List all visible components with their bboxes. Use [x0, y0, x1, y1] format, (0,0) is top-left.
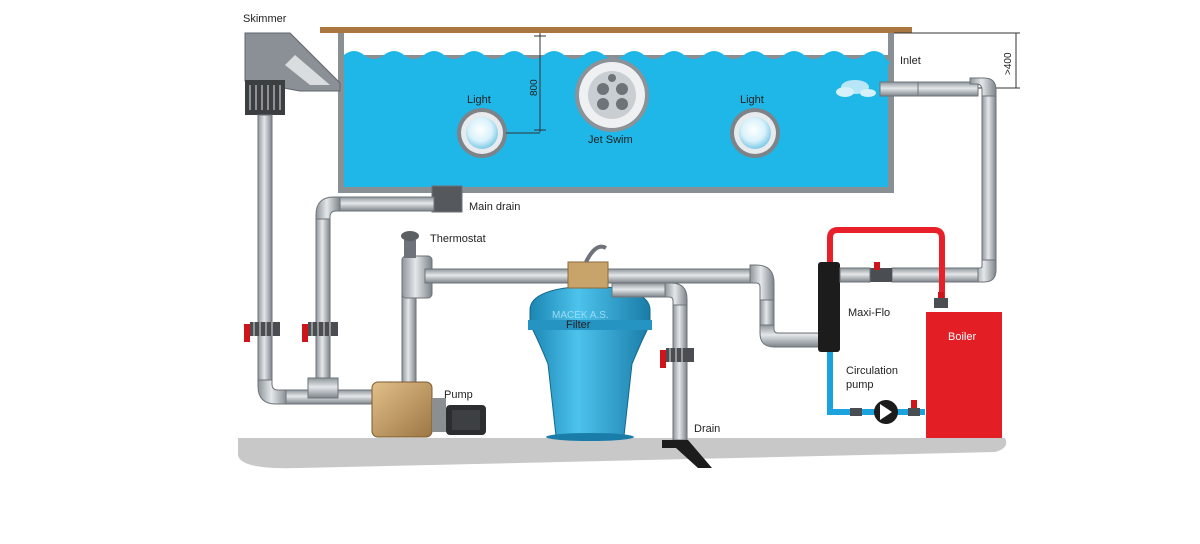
maxi-flo-exchanger: [818, 262, 840, 352]
pump-label: Pump: [444, 389, 473, 401]
skimmer: [244, 32, 341, 115]
watermark-text: MACEK A.S.: [552, 310, 609, 321]
valve-icon[interactable]: [908, 400, 920, 416]
circulation-pump-label-line1: Circulation: [846, 365, 898, 377]
skimmer-label: Skimmer: [243, 13, 287, 25]
pool-pump: [371, 381, 486, 438]
sand-filter: [528, 244, 652, 441]
filter-label: Filter: [566, 319, 591, 331]
main-drain-pipe: [307, 185, 463, 399]
ground: [238, 438, 1007, 469]
pool-deck: [320, 27, 912, 33]
light-left-label: Light: [467, 94, 491, 106]
circulation-pump-label-line2: pump: [846, 379, 874, 391]
light-icon: [457, 108, 507, 158]
boiler-label: Boiler: [948, 331, 976, 343]
boiler: [926, 312, 1002, 438]
circulation-pump-icon: [874, 400, 898, 424]
valve-icon[interactable]: [244, 322, 280, 342]
main-drain-label: Main drain: [469, 201, 520, 213]
valve-icon[interactable]: [850, 408, 862, 416]
light-right-label: Light: [740, 94, 764, 106]
valve-icon[interactable]: [660, 348, 694, 368]
drain-label: Drain: [694, 423, 720, 435]
height-dimension-label: >400: [1003, 52, 1014, 75]
maxi-flo-label: Maxi-Flo: [848, 307, 890, 319]
drain-pipe: [611, 282, 688, 441]
inlet-label: Inlet: [900, 55, 921, 67]
valve-icon[interactable]: [934, 292, 948, 308]
valve-icon[interactable]: [866, 262, 892, 282]
inlet-nozzle: [879, 81, 921, 97]
depth-dimension: 800: [529, 33, 546, 132]
jet-swim-icon: [575, 58, 649, 132]
return-pipe: [891, 77, 997, 283]
depth-dimension-label: 800: [529, 79, 540, 96]
jet-swim-label: Jet Swim: [588, 134, 633, 146]
thermostat-label: Thermostat: [430, 233, 486, 245]
thermostat-icon: [401, 231, 419, 258]
drain-outlet: [662, 440, 712, 468]
light-icon: [730, 108, 780, 158]
water-splash-icon: [836, 80, 876, 97]
valve-icon[interactable]: [302, 322, 338, 342]
